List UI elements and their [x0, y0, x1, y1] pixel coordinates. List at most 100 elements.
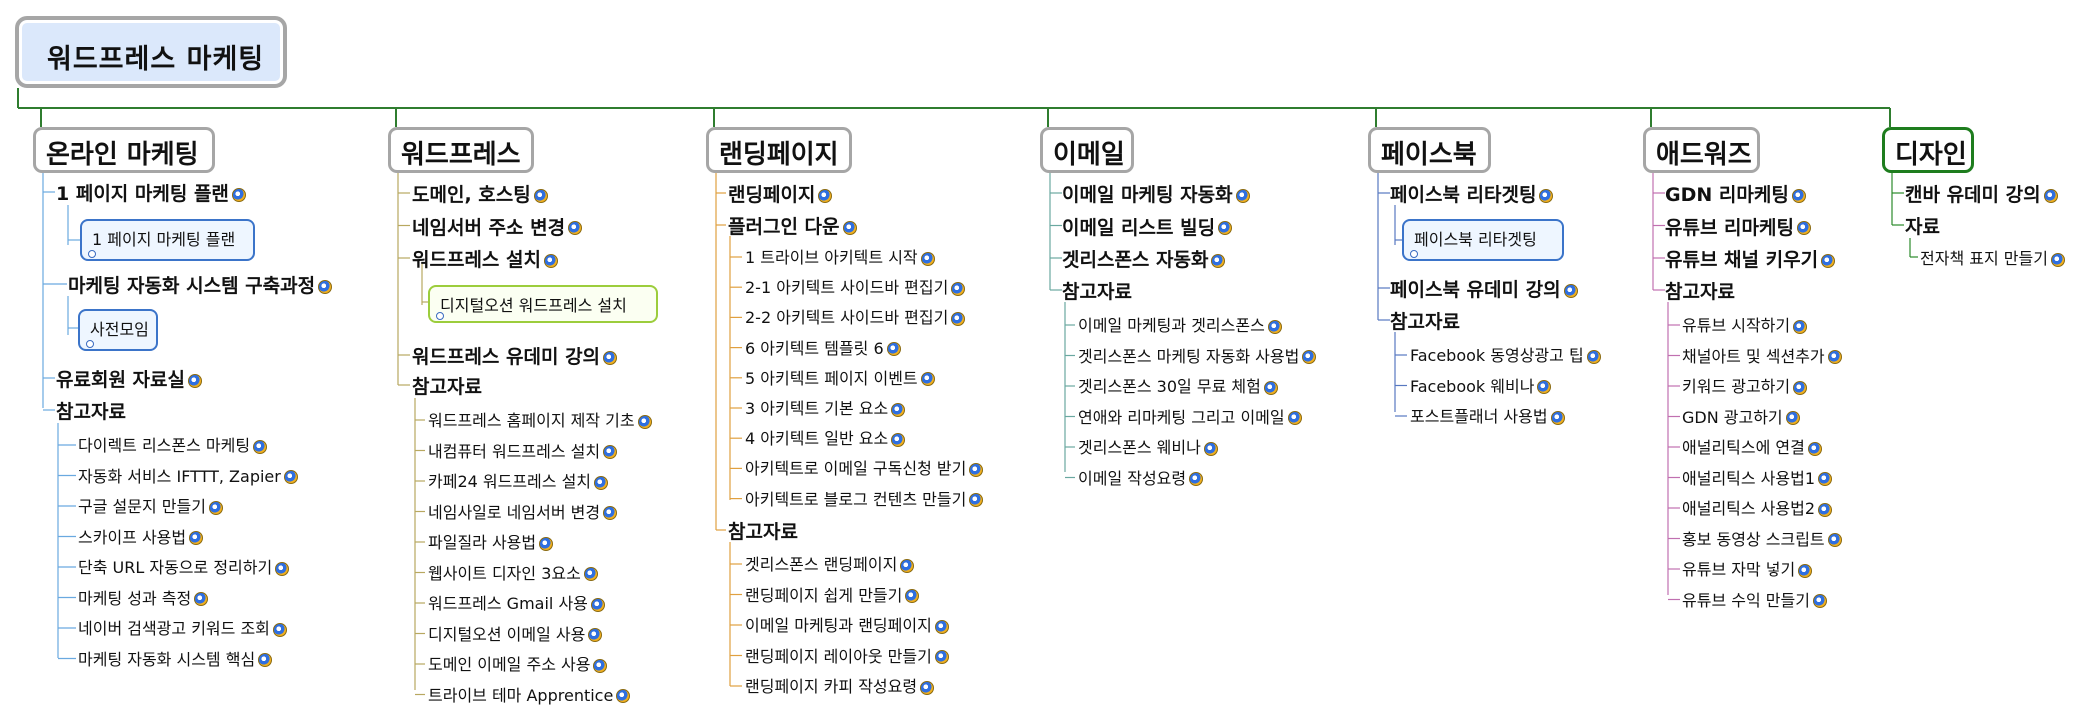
link-icon[interactable]: [934, 650, 949, 664]
link-icon[interactable]: [583, 567, 598, 581]
reference-item[interactable]: 겟리스폰스 30일 무료 체험: [1078, 373, 1278, 397]
link-icon[interactable]: [1827, 533, 1842, 547]
reference-item[interactable]: 단축 URL 자동으로 정리하기: [78, 554, 290, 578]
branch-wordpress[interactable]: 워드프레스: [388, 127, 534, 173]
link-icon[interactable]: [189, 531, 204, 545]
reference-item[interactable]: 연애와 리마케팅 그리고 이메일: [1078, 404, 1302, 428]
link-icon[interactable]: [588, 628, 603, 642]
link-icon[interactable]: [272, 622, 287, 637]
reference-item[interactable]: 랜딩페이지 레이아웃 만들기: [745, 643, 949, 667]
link-icon[interactable]: [920, 251, 935, 266]
reference-item[interactable]: 워드프레스 Gmail 사용: [428, 590, 605, 614]
reference-item[interactable]: 애널리틱스에 연결: [1682, 434, 1822, 458]
link-icon[interactable]: [603, 506, 618, 520]
topic-1page-plan[interactable]: 1 페이지 마케팅 플랜: [56, 179, 246, 206]
plugin-item[interactable]: 2-1 아키텍트 사이드바 편집기: [745, 274, 966, 298]
link-icon[interactable]: [886, 342, 901, 357]
link-icon[interactable]: [1791, 188, 1806, 203]
topic-wp-2[interactable]: 워드프레스 설치: [412, 245, 558, 272]
reference-item[interactable]: 카페24 워드프레스 설치: [428, 468, 609, 492]
link-icon[interactable]: [818, 188, 833, 203]
reference-item[interactable]: Facebook 웨비나: [1410, 373, 1552, 397]
note-callout[interactable]: 디지털오션 워드프레스 설치: [428, 285, 658, 323]
link-icon[interactable]: [283, 470, 298, 484]
link-icon[interactable]: [1798, 563, 1813, 578]
reference-item[interactable]: 키워드 광고하기: [1682, 373, 1808, 397]
link-icon[interactable]: [905, 589, 920, 603]
link-icon[interactable]: [1563, 283, 1578, 298]
topic-email-2[interactable]: 겟리스폰스 자동화: [1062, 245, 1226, 272]
link-icon[interactable]: [951, 311, 966, 326]
reference-item[interactable]: 파일질라 사용법: [428, 529, 554, 553]
topic-email-0[interactable]: 이메일 마케팅 자동화: [1062, 180, 1250, 207]
link-icon[interactable]: [1827, 350, 1842, 364]
link-icon[interactable]: [543, 253, 558, 268]
note-callout[interactable]: 1 페이지 마케팅 플랜: [80, 219, 255, 261]
reference-item[interactable]: GDN 광고하기: [1682, 404, 1800, 428]
link-icon[interactable]: [533, 188, 548, 203]
link-icon[interactable]: [231, 187, 246, 202]
topic-fb-udemy[interactable]: 페이스북 유데미 강의: [1390, 275, 1578, 302]
reference-item[interactable]: 구글 설문지 만들기: [78, 493, 223, 517]
link-icon[interactable]: [603, 350, 618, 365]
link-icon[interactable]: [2043, 188, 2058, 203]
link-icon[interactable]: [1235, 188, 1250, 203]
link-icon[interactable]: [842, 220, 857, 235]
link-icon[interactable]: [194, 592, 209, 606]
plugin-item[interactable]: 아키텍트로 블로그 컨텐츠 만들기: [745, 486, 984, 510]
reference-item[interactable]: 이메일 작성요령: [1078, 465, 1204, 489]
plugin-item[interactable]: 2-2 아키텍트 사이드바 편집기: [745, 304, 966, 328]
topic-fb-retargeting[interactable]: 페이스북 리타겟팅: [1390, 180, 1554, 207]
link-icon[interactable]: [594, 475, 609, 490]
link-icon[interactable]: [951, 281, 966, 296]
link-icon[interactable]: [1189, 472, 1204, 486]
reference-item[interactable]: 랜딩페이지 쉽게 만들기: [745, 582, 920, 606]
link-icon[interactable]: [318, 279, 333, 294]
link-icon[interactable]: [593, 658, 608, 673]
reference-item[interactable]: Facebook 동영상광고 팁: [1410, 342, 1601, 366]
link-icon[interactable]: [253, 439, 268, 454]
topic-canva-udemy[interactable]: 캔바 유데미 강의: [1905, 180, 2058, 207]
topic-adwords-0[interactable]: GDN 리마케팅: [1665, 180, 1806, 207]
reference-item[interactable]: 채널아트 및 섹션추가: [1682, 343, 1842, 367]
reference-item[interactable]: 웹사이트 디자인 3요소: [428, 560, 598, 584]
topic-email-1[interactable]: 이메일 리스트 빌딩: [1062, 213, 1233, 240]
reference-item[interactable]: 워드프레스 홈페이지 제작 기초: [428, 407, 652, 431]
topic-automation-course[interactable]: 마케팅 자동화 시스템 구축과정: [68, 271, 333, 298]
link-icon[interactable]: [969, 493, 984, 508]
plugin-item[interactable]: 6 아키텍트 템플릿 6: [745, 335, 901, 359]
reference-item[interactable]: 이메일 마케팅과 겟리스폰스: [1078, 312, 1282, 336]
reference-item[interactable]: 스카이프 사용법: [78, 524, 204, 548]
topic-wp-0[interactable]: 도메인, 호스팅: [412, 180, 548, 207]
link-icon[interactable]: [920, 680, 935, 695]
reference-item[interactable]: 홍보 동영상 스크립트: [1682, 526, 1842, 550]
link-icon[interactable]: [1211, 253, 1226, 268]
reference-item[interactable]: 트라이브 테마 Apprentice: [428, 682, 631, 706]
reference-item[interactable]: 겟리스폰스 랜딩페이지: [745, 551, 915, 575]
link-icon[interactable]: [1793, 319, 1808, 334]
reference-item[interactable]: 애널리틱스 사용법1: [1682, 465, 1833, 489]
reference-item[interactable]: 마케팅 자동화 시스템 핵심: [78, 646, 273, 670]
link-icon[interactable]: [539, 536, 554, 551]
link-icon[interactable]: [920, 372, 935, 387]
reference-item[interactable]: 겟리스폰스 마케팅 자동화 사용법: [1078, 343, 1317, 367]
branch-adwords[interactable]: 애드워즈: [1643, 127, 1760, 173]
note-callout[interactable]: 사전모임: [78, 309, 158, 351]
link-icon[interactable]: [891, 402, 906, 417]
reference-item[interactable]: 마케팅 성과 측정: [78, 585, 209, 609]
link-icon[interactable]: [208, 500, 223, 515]
topic-landing-page[interactable]: 랜딩페이지: [728, 180, 833, 207]
link-icon[interactable]: [637, 414, 652, 429]
reference-item[interactable]: 도메인 이메일 주소 사용: [428, 651, 608, 675]
reference-item[interactable]: 전자책 표지 만들기: [1920, 245, 2065, 269]
reference-item[interactable]: 애널리틱스 사용법2: [1682, 495, 1833, 519]
link-icon[interactable]: [1267, 319, 1282, 334]
link-icon[interactable]: [1302, 350, 1317, 364]
link-icon[interactable]: [1785, 411, 1800, 425]
link-icon[interactable]: [934, 619, 949, 634]
reference-item[interactable]: 포스트플래너 사용법: [1410, 403, 1565, 427]
reference-item[interactable]: 네임사일로 네임서버 변경: [428, 499, 618, 523]
link-icon[interactable]: [603, 445, 618, 459]
note-callout[interactable]: 페이스북 리타겟팅: [1402, 219, 1564, 261]
link-icon[interactable]: [187, 373, 202, 388]
